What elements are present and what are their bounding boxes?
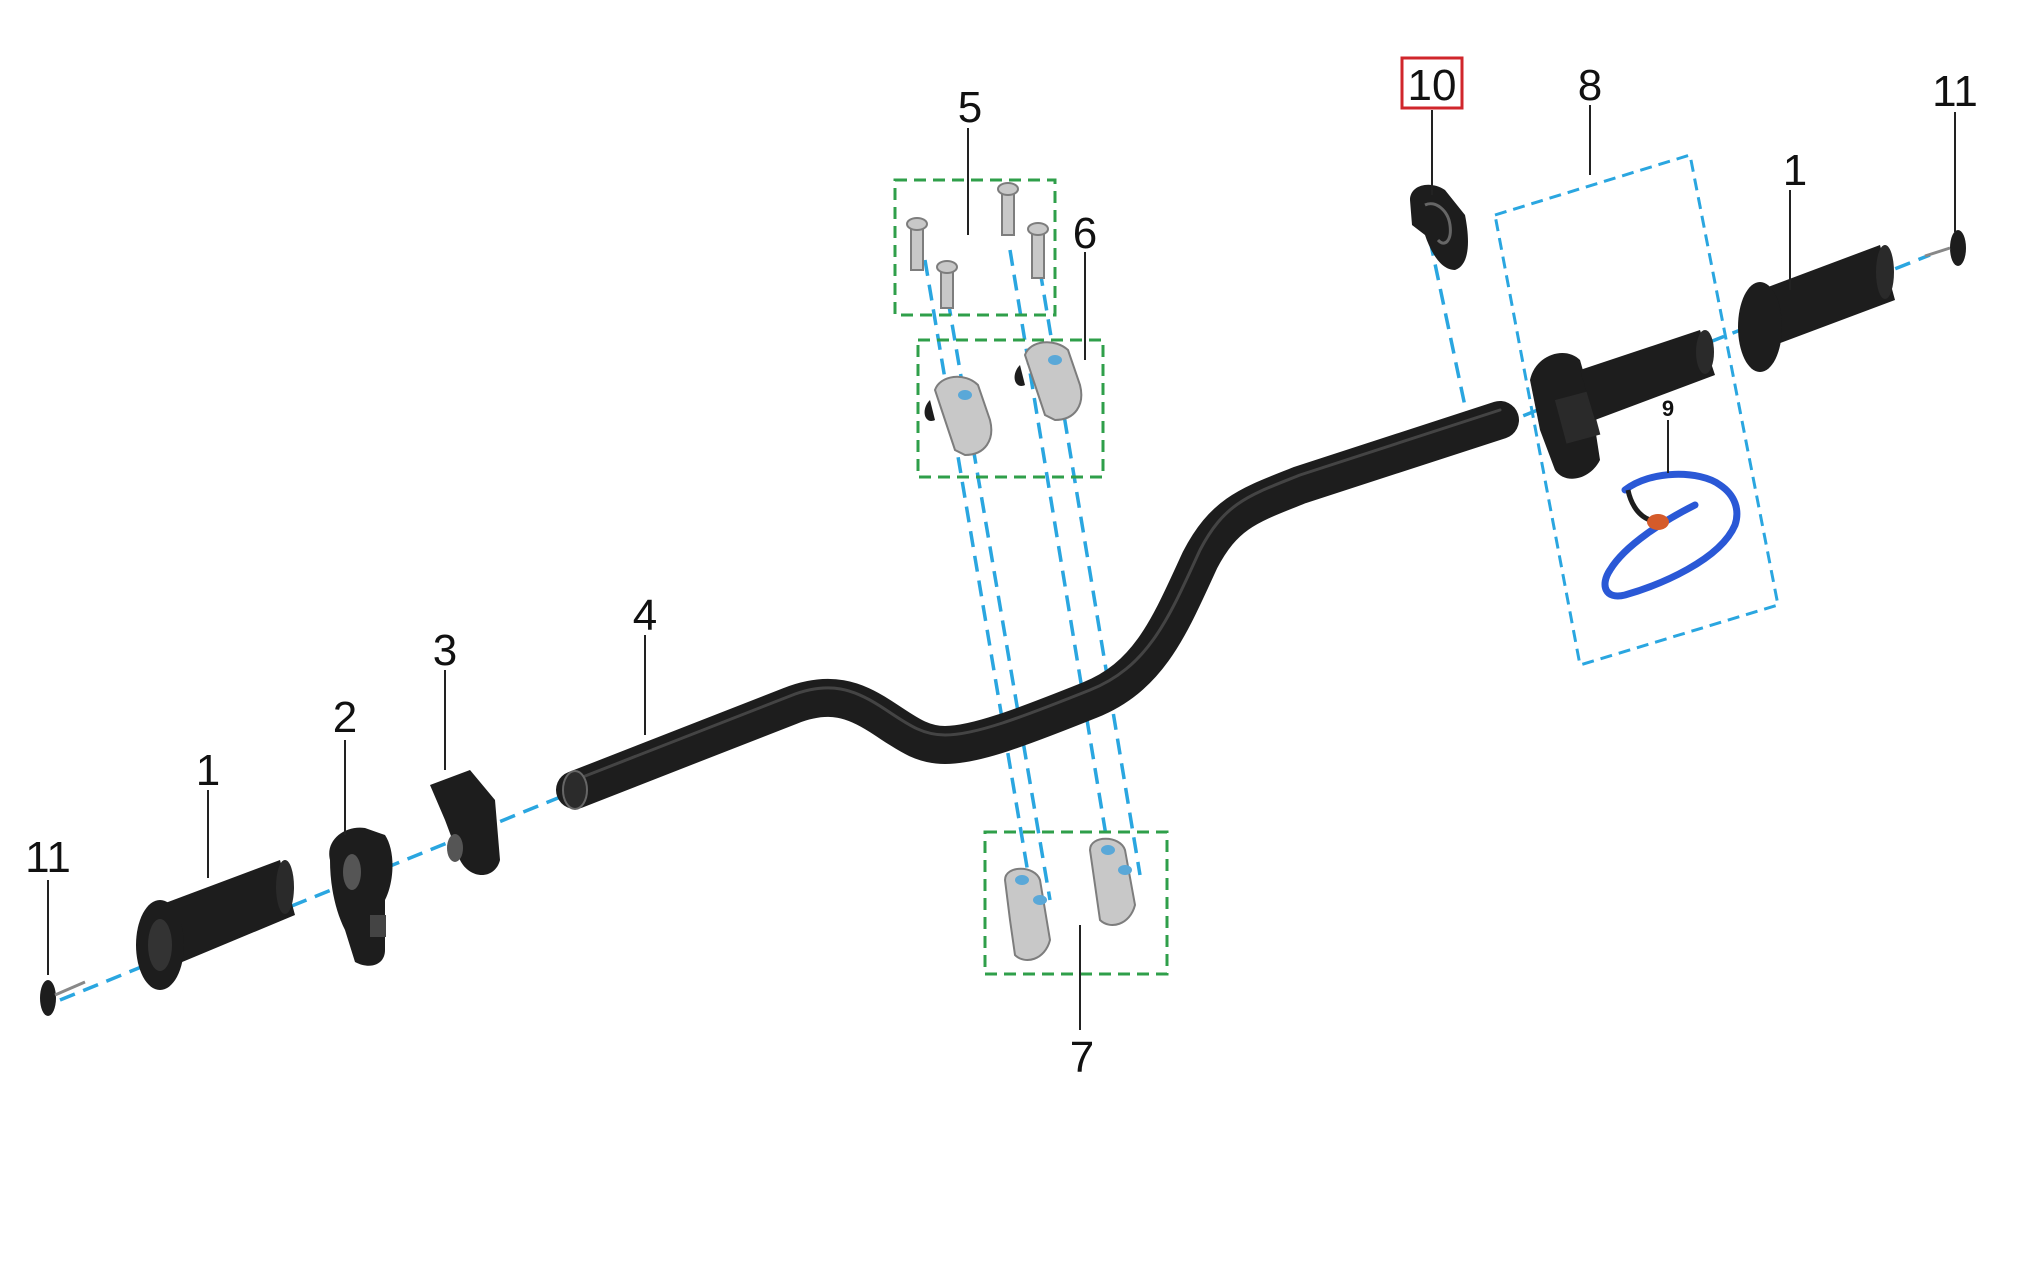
callout-upper-clamps: 6 — [1073, 209, 1097, 258]
callout-throttle-assembly: 8 — [1578, 61, 1602, 110]
callout-grip-right: 1 — [1783, 146, 1807, 195]
callout-end-cap-right: 11 — [1932, 67, 1978, 116]
upper-clamps — [924, 341, 1083, 457]
clamp — [430, 770, 500, 875]
callout-kill-switch-cap: 10 — [1408, 61, 1457, 110]
callout-lanyard: 9 — [1662, 396, 1674, 421]
throttle-assembly — [1530, 330, 1715, 479]
callout-handlebar: 4 — [633, 591, 657, 640]
kill-switch-cap — [1410, 184, 1468, 270]
bolts-group-box — [893, 178, 1057, 317]
kill-switch-cap-highlight-box — [1400, 56, 1464, 110]
callout-bolts: 5 — [958, 83, 982, 132]
lower-clamps-group-box — [983, 830, 1169, 976]
callout-clamp: 3 — [433, 626, 457, 675]
handlebar-tube — [556, 401, 1519, 809]
callout-switch-housing: 2 — [333, 693, 357, 742]
leader-lines — [47, 105, 1956, 1030]
end-cap-left — [40, 980, 86, 1016]
callout-grip-left: 1 — [196, 746, 220, 795]
callout-lower-clamps: 7 — [1070, 1033, 1094, 1082]
upper-clamps-group-box — [916, 338, 1105, 479]
lanyard — [1601, 470, 1741, 600]
callout-end-cap-left: 11 — [25, 833, 71, 882]
bolts — [906, 182, 1049, 309]
switch-housing — [329, 827, 393, 966]
throttle-group-box — [1493, 153, 1780, 667]
grip-left — [136, 860, 295, 990]
end-cap-right — [1924, 230, 1966, 266]
lower-clamps — [1003, 837, 1137, 961]
grip-right — [1738, 245, 1895, 372]
